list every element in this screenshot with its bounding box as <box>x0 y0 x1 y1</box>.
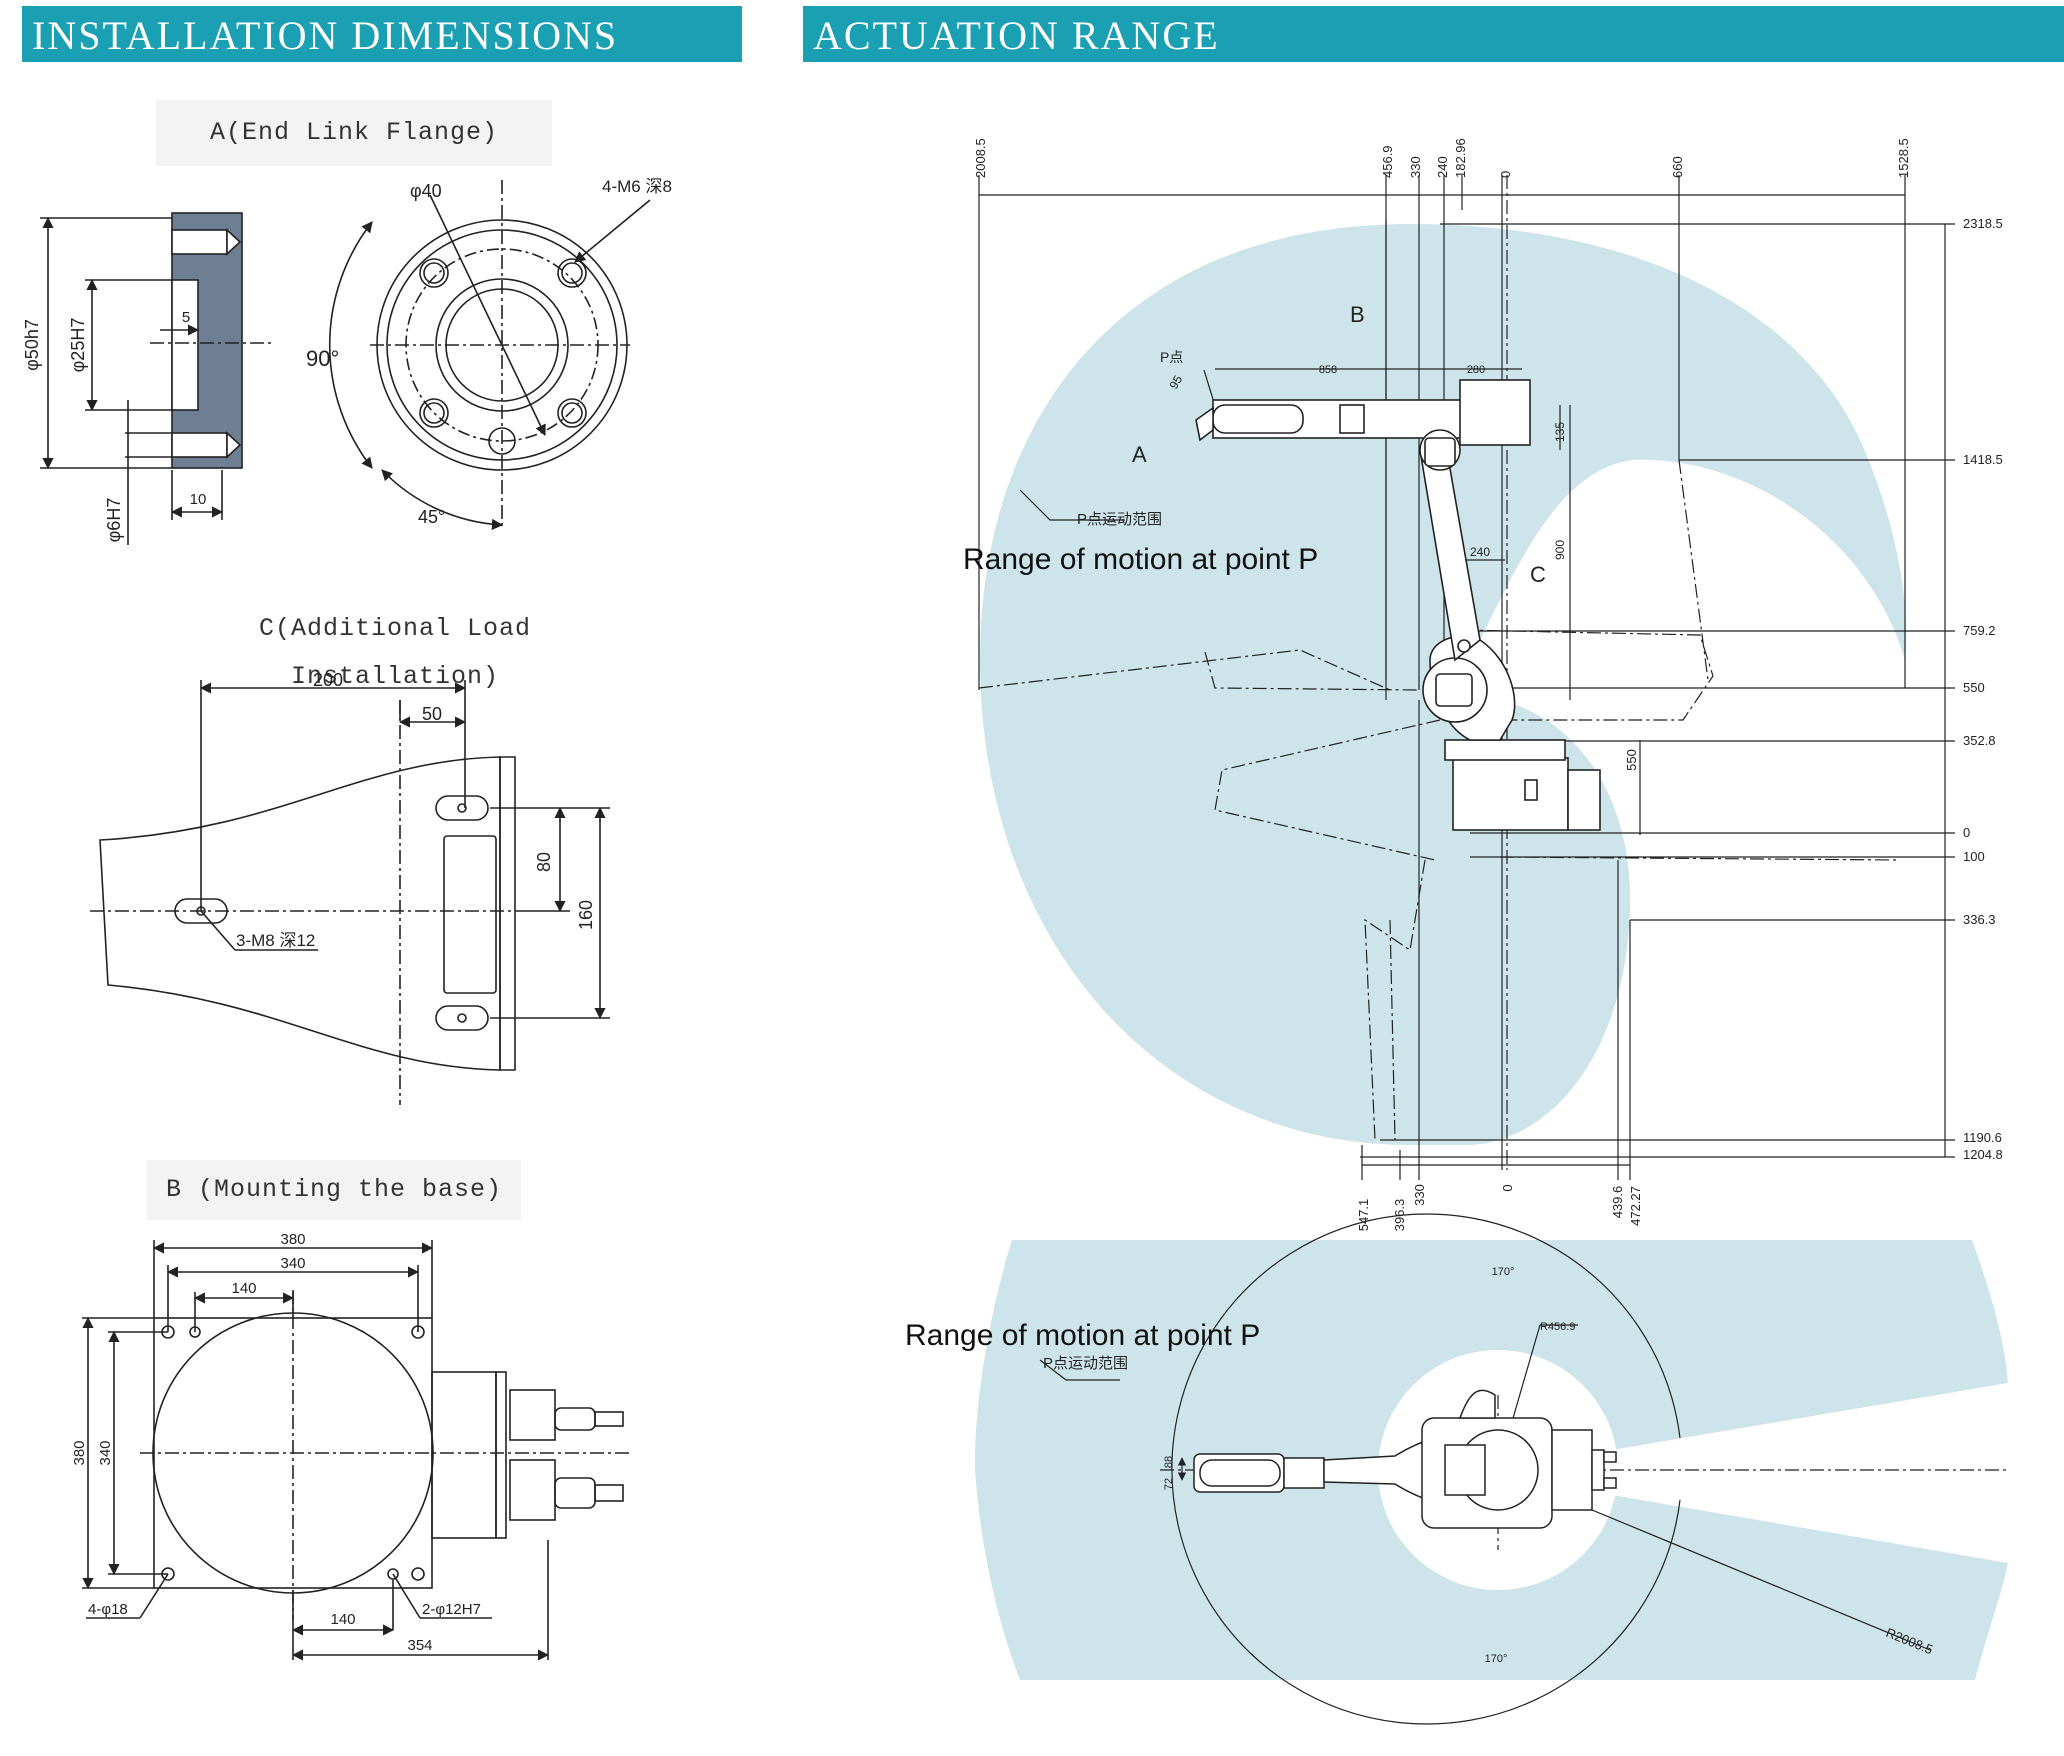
side-top-dim-1: 456.9 <box>1380 145 1395 178</box>
flange-section-view <box>40 212 275 545</box>
side-bottom-dim-2: 330 <box>1412 1184 1427 1206</box>
side-arm-280-label: 280 <box>1467 364 1485 376</box>
flange-d50-label: φ50h7 <box>22 319 42 371</box>
base-dim340-top-label: 340 <box>280 1255 305 1272</box>
top-angle-top-label: 170° <box>1492 1266 1515 1278</box>
installation-dimensions-header: INSTALLATION DIMENSIONS <box>22 6 742 62</box>
side-right-dim-1: 1418.5 <box>1963 452 2003 467</box>
side-view-b-label: B <box>1350 302 1365 327</box>
section-label-additional-load: C(Additional Load Installation) <box>170 605 620 691</box>
section-label-mounting-base: B (Mounting the base) <box>147 1160 521 1220</box>
base-dim140-top-label: 140 <box>231 1280 256 1297</box>
side-right-dim-3: 550 <box>1963 680 1985 695</box>
side-bottom-dim-5: 472.27 <box>1628 1186 1643 1226</box>
top-angle-bottom-label: 170° <box>1485 1653 1508 1665</box>
side-right-dim-2: 759.2 <box>1963 623 1996 638</box>
robot-side-view <box>1195 379 1601 831</box>
side-top-dim-5: 0 <box>1498 171 1513 178</box>
base-dim354-label: 354 <box>407 1637 432 1654</box>
flange-dim10-label: 10 <box>190 491 207 508</box>
base-dim380-side-label: 380 <box>71 1440 88 1465</box>
side-view-a-label: A <box>1132 442 1147 467</box>
actuation-range-header: ACTUATION RANGE <box>803 6 2064 62</box>
flange-angle90-label: 90° <box>306 346 339 371</box>
side-top-dim-7: 1528.5 <box>1896 138 1911 178</box>
additional-load-drawing <box>90 680 610 1105</box>
side-view-c-label: C <box>1530 562 1546 587</box>
top-dim72-label: 72 <box>1163 1478 1175 1490</box>
base-holes18-label: 4-φ18 <box>88 1601 128 1618</box>
base-dim140-bottom-label: 140 <box>330 1611 355 1628</box>
side-bottom-dim-0: 547.1 <box>1356 1199 1371 1232</box>
side-right-dim-9: 1204.8 <box>1963 1147 2003 1162</box>
side-dim240-label: 240 <box>1470 545 1490 559</box>
side-top-dim-2: 330 <box>1408 156 1423 178</box>
top-dim88-label: 88 <box>1163 1456 1175 1468</box>
side-top-dim-0: 2008.5 <box>973 138 988 178</box>
side-right-dim-8: 1190.6 <box>1963 1130 2002 1145</box>
mounting-base-drawing <box>82 1240 630 1661</box>
side-bottom-dim-4: 439.6 <box>1610 1186 1625 1219</box>
load-dim200-label: 200 <box>313 670 343 690</box>
side-dim135-label: 135 <box>1553 422 1567 442</box>
side-p-point-label: P点 <box>1160 349 1183 365</box>
base-holes12-label: 2-φ12H7 <box>422 1601 481 1618</box>
side-bottom-dim-3: 0 <box>1500 1184 1515 1191</box>
base-dim340-side-label: 340 <box>97 1440 114 1465</box>
flange-d40-label: φ40 <box>410 181 442 201</box>
load-dim80-label: 80 <box>534 852 554 872</box>
flange-dim5-label: 5 <box>182 309 190 326</box>
side-range-cn-label: P点运动范围 <box>1077 511 1162 528</box>
base-dim380-top-label: 380 <box>280 1231 305 1248</box>
load-dim50-label: 50 <box>422 704 442 724</box>
side-top-dim-3: 240 <box>1435 156 1450 178</box>
side-dim550-label: 550 <box>1624 749 1639 771</box>
side-range-en-label: Range of motion at point P <box>963 543 1318 576</box>
side-right-dim-4: 352.8 <box>1963 733 1996 748</box>
top-range-cn-label: P点运动范围 <box>1043 1355 1128 1372</box>
top-range-en-label: Range of motion at point P <box>905 1319 1260 1352</box>
load-dim160-label: 160 <box>576 900 596 930</box>
side-arm-95-label: 95 <box>1166 373 1185 392</box>
top-r-inner-label: R456.9 <box>1540 1321 1575 1333</box>
side-arm-858-label: 858 <box>1319 364 1337 376</box>
section-label-end-link-flange: A(End Link Flange) <box>156 100 552 166</box>
flange-angle45-label: 45° <box>418 507 445 527</box>
side-right-dim-0: 2318.5 <box>1963 216 2003 231</box>
robot-top-view <box>1193 1389 1617 1529</box>
side-right-dim-5: 0 <box>1963 825 1970 840</box>
flange-d25-label: φ25H7 <box>68 318 88 373</box>
side-top-dim-6: 660 <box>1670 156 1685 178</box>
load-holes-label: 3-M8 深12 <box>236 931 315 950</box>
flange-holes-label: 4-M6 深8 <box>602 177 672 196</box>
side-top-dim-4: 182.96 <box>1453 138 1468 178</box>
flange-front-view <box>328 180 651 531</box>
flange-d6-label: φ6H7 <box>104 498 124 543</box>
side-view-dimension-lines <box>978 175 1955 1180</box>
side-dim900-label: 900 <box>1553 540 1567 560</box>
side-right-dim-7: 336.3 <box>1963 912 1996 927</box>
side-right-dim-6: 100 <box>1963 849 1985 864</box>
